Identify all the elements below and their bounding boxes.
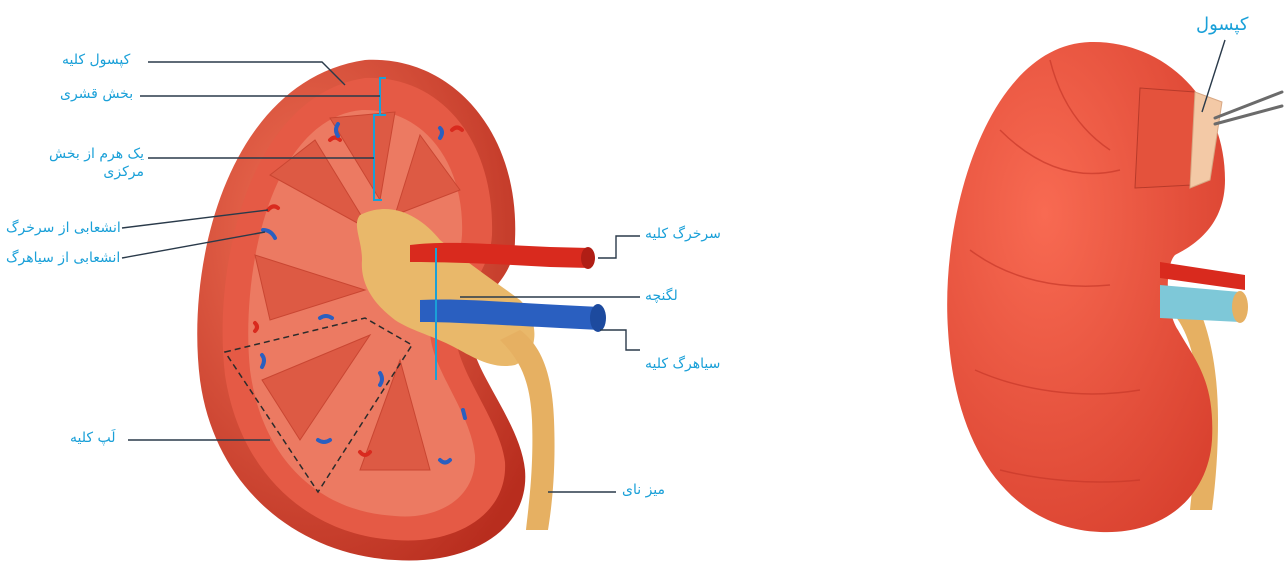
label-capsule: کپسول کلیه [62,52,130,70]
label-pelvis: لگنچه [645,288,678,306]
kidney-external [947,40,1282,532]
capsule-window [1135,88,1195,188]
kidney-section [197,60,606,561]
label-artery-branch: انشعابی از سرخرگ [6,220,121,238]
renal-vein-end [590,304,606,332]
external-renal-vein [1160,285,1240,322]
label-pyramid: یک هرم از بخش مرکزی [24,146,144,181]
label-external-capsule: کپسول [1196,14,1248,37]
label-cortex: بخش قشری [60,86,133,104]
label-lobe: لَپ کلیه [70,430,116,448]
label-ureter: میز نای [622,482,665,500]
label-renal-artery: سرخرگ کلیه [645,226,721,244]
leader-renal-vein [600,330,640,350]
forceps [1215,92,1282,124]
external-renal-artery [1160,262,1245,290]
external-vein-end [1232,291,1248,323]
leader-renal-artery [598,236,640,258]
renal-artery-end [581,247,595,269]
label-vein-branch: انشعابی از سیاهرگ [6,250,120,268]
label-renal-vein: سیاهرگ کلیه [645,356,720,374]
